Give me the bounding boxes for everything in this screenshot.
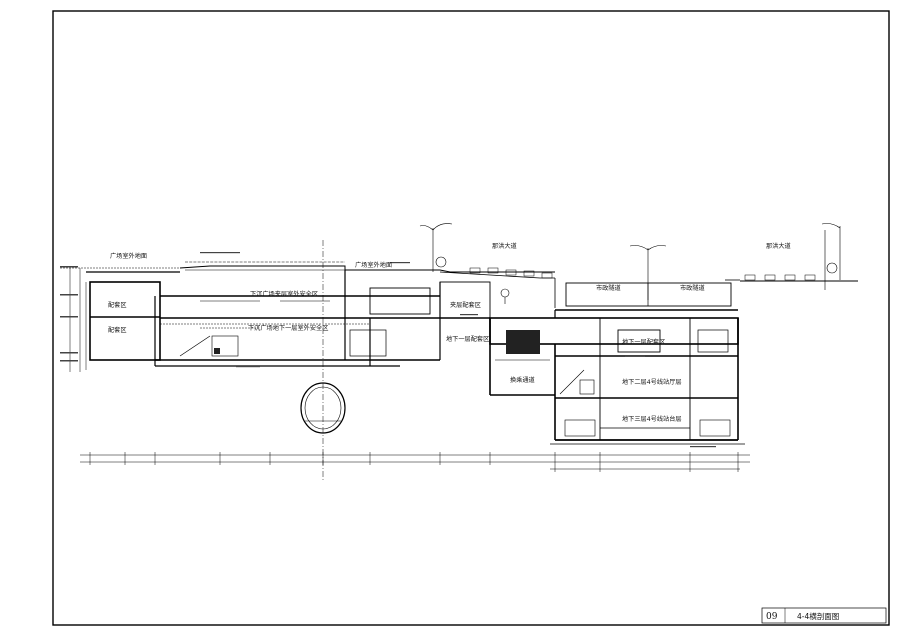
dimension-lines	[69, 268, 750, 472]
label-b1-safety: 下沉广场地下一层室外安全区	[248, 324, 328, 332]
sheet-title: 4-4横剖面图	[797, 611, 839, 621]
existing-tunnel	[300, 240, 346, 480]
station-structure	[489, 309, 745, 445]
left-structure	[89, 261, 491, 367]
label-nahong-road-1: 那洪大道	[492, 242, 517, 250]
label-b3-platform: 地下三层4号线站台层	[622, 415, 682, 423]
zone-labels: 广场室外地面 广场室外地面 那洪大道 那洪大道 市政隧道 市政隧道 下沉广场夹层…	[108, 242, 791, 423]
label-nahong-road-2: 那洪大道	[766, 242, 791, 250]
title-block-frame	[761, 607, 887, 624]
label-support-lower: 配套区	[108, 326, 127, 334]
label-mezzanine-support: 夹层配套区	[450, 301, 481, 309]
label-support-upper: 配套区	[108, 301, 127, 309]
label-plaza-ground-2: 广场室外地面	[355, 261, 392, 269]
label-b1-support-left: 地下一层配套区	[446, 335, 489, 343]
street-lights	[419, 223, 841, 304]
label-municipal-tunnel-1: 市政隧道	[596, 284, 621, 292]
title-block: 09 4-4横剖面图	[761, 607, 887, 624]
label-b2-hall: 地下二层4号线站厅层	[622, 378, 682, 386]
label-municipal-tunnel-2: 市政隧道	[680, 284, 705, 292]
annotations	[60, 252, 716, 448]
label-transfer-passage: 换乘通道	[510, 376, 535, 384]
label-mezzanine-safety: 下沉广场夹层室外安全区	[250, 290, 318, 298]
road-vehicles	[469, 267, 816, 281]
sheet-number: 09	[766, 612, 778, 622]
label-plaza-ground: 广场室外地面	[110, 252, 147, 260]
sheet-border	[52, 10, 890, 626]
solid-blocks	[214, 330, 540, 354]
label-b1-support-right: 地下一层配套区	[622, 338, 665, 346]
